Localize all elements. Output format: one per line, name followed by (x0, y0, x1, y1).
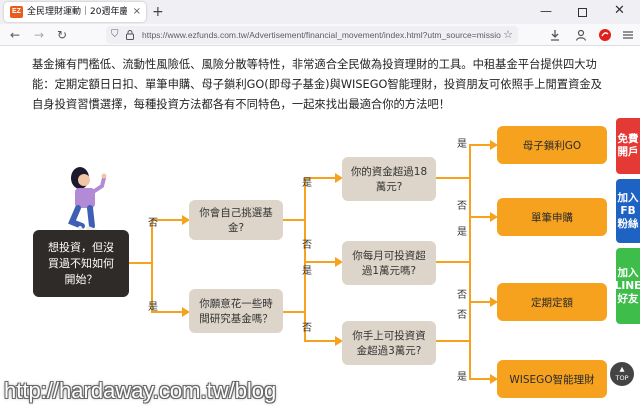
label-yes: 是 (302, 266, 312, 277)
new-tab-button[interactable]: + (152, 4, 164, 20)
label-yes: 是 (457, 227, 467, 238)
url-bar[interactable]: ⛉ https://www.ezfunds.com.tw/Advertiseme… (106, 26, 518, 44)
chevron-up-icon: ▲ (619, 365, 625, 373)
downloads-icon[interactable] (548, 28, 562, 42)
label-no: 否 (148, 218, 158, 229)
label-no: 否 (302, 240, 312, 251)
start-node: 想投資，但沒買過不知如何開始？ (33, 230, 129, 297)
label-no: 否 (457, 310, 467, 321)
question-pick-fund: 你會自己挑選基金? (189, 200, 283, 240)
result-parent-child-fund[interactable]: 母子鎖利GO (497, 126, 607, 164)
result-lump-sum[interactable]: 單筆申購 (497, 198, 607, 236)
lock-icon[interactable] (126, 30, 134, 40)
tab-close-icon[interactable]: × (132, 6, 141, 17)
flowchart-connectors (129, 140, 498, 384)
result-regular-investment[interactable]: 定期定額 (497, 283, 607, 321)
maximize-button[interactable] (578, 8, 587, 17)
question-capital-180k: 你的資金超過18萬元? (342, 157, 436, 201)
url-text[interactable]: https://www.ezfunds.com.tw/Advertisement… (142, 30, 501, 40)
top-label: TOP (615, 374, 629, 382)
question-monthly-10k: 你每月可投資超過1萬元嗎? (342, 241, 436, 285)
forward-icon[interactable]: → (34, 28, 45, 42)
nav-bar: ← → ↻ ⛉ https://www.ezfunds.com.tw/Adver… (0, 24, 640, 46)
bookmark-star-icon[interactable]: ☆ (503, 28, 513, 41)
open-account-button[interactable]: 免費開戶 (616, 118, 640, 174)
tab-bar: EZ 全民理財運動｜20週年慶預約 × + — ✕ (0, 0, 640, 24)
thinking-person-illustration (68, 167, 107, 236)
question-research-time: 你願意花一些時間研究基金嗎？ (189, 289, 283, 333)
menu-icon[interactable] (621, 28, 635, 42)
tracking-shield-icon[interactable]: ⛉ (111, 29, 119, 40)
browser-tab[interactable]: EZ 全民理財運動｜20週年慶預約 × (4, 2, 146, 22)
window-close-button[interactable]: ✕ (614, 3, 625, 18)
minimize-button[interactable]: — (540, 4, 552, 18)
join-line-button[interactable]: 加入LINE好友 (615, 248, 640, 324)
label-no: 否 (302, 323, 312, 334)
back-to-top-button[interactable]: ▲ TOP (610, 362, 634, 386)
label-no: 否 (457, 290, 467, 301)
join-fb-button[interactable]: 加入FB粉絲 (616, 179, 640, 243)
account-icon[interactable] (574, 28, 588, 42)
intro-paragraph: 基金擁有門檻低、流動性風險低、風險分散等特性，非常適合全民做為投資理財的工具。中… (32, 58, 602, 111)
label-yes: 是 (302, 178, 312, 189)
label-yes: 是 (148, 302, 158, 313)
label-no: 否 (457, 201, 467, 212)
reload-icon[interactable]: ↻ (57, 28, 68, 42)
tab-title: 全民理財運動｜20週年慶預約 (27, 7, 127, 17)
extension-icon[interactable] (598, 28, 612, 42)
result-wisego[interactable]: WISEGO智能理財 (497, 360, 607, 398)
watermark: http://hardaway.com.tw/blog (4, 378, 277, 403)
question-capital-30k: 你手上可投資資金超過3萬元? (342, 321, 436, 365)
label-yes: 是 (457, 372, 467, 383)
back-icon[interactable]: ← (10, 28, 21, 42)
favicon-icon: EZ (10, 6, 23, 18)
label-yes: 是 (457, 139, 467, 150)
